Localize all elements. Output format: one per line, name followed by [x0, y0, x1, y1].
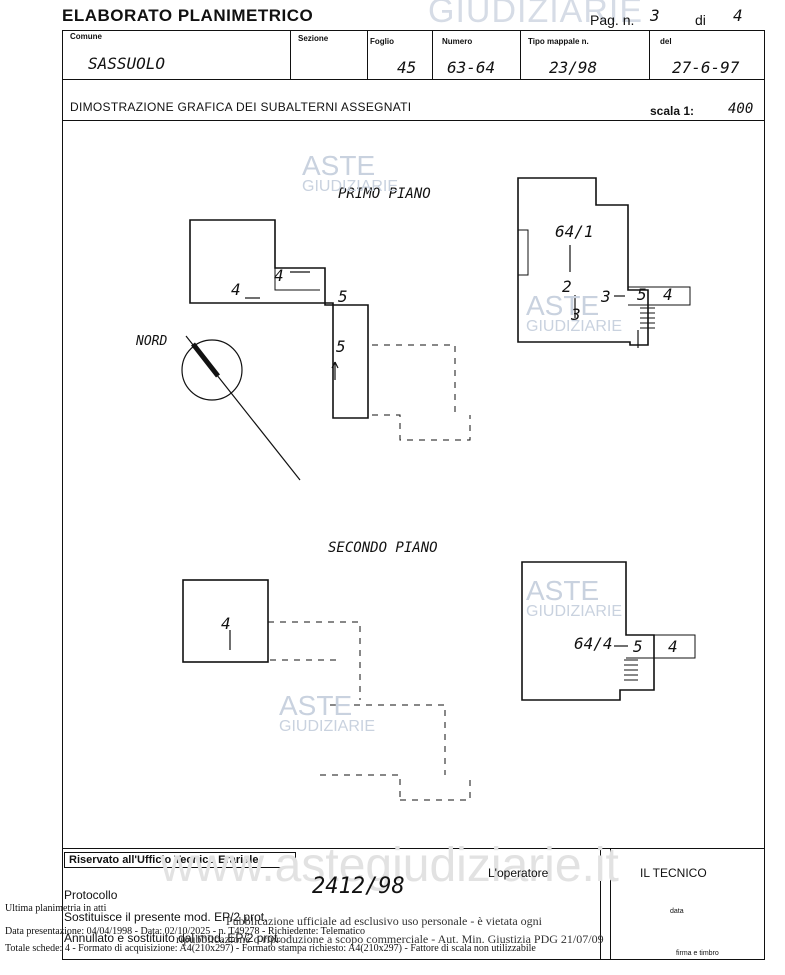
giudiziarie-watermark: GIUDIZIARIE [428, 0, 644, 30]
numero-value: 63-64 [447, 58, 496, 77]
header-fields-row [62, 30, 765, 80]
pag-number: 3 [650, 6, 660, 25]
p2-sub-4: 4 [221, 614, 231, 633]
numero-label: Numero [442, 37, 473, 46]
foglio-value: 45 [397, 58, 417, 77]
comune-label: Comune [70, 32, 102, 41]
p1-unit-64-1: 64/1 [555, 222, 594, 241]
p2-unit-64-4: 64/4 [574, 634, 613, 653]
aste-stamp-4-bottom: GIUDIZIARIE [279, 718, 376, 735]
p2-sub-5: 5 [633, 637, 643, 656]
aste-stamp-3-bottom: GIUDIZIARIE [526, 603, 623, 620]
annullato-line: Annullato e sostituito dal mod. EP/2 pro… [64, 931, 281, 945]
comune-value: SASSUOLO [88, 54, 166, 73]
note-totale: Totale schede: 4 - Formato di acquisizio… [5, 943, 536, 954]
pag-label: Pag. n. [590, 12, 635, 28]
protocollo-value: 2412/98 [312, 874, 405, 899]
scala-label: scala 1: [650, 104, 695, 118]
aste-stamp-3-top: ASTE [526, 575, 600, 606]
sostituisce-line: Sostituisce il presente mod. EP/2 prot. [64, 910, 268, 924]
p1-sub-5a: 5 [338, 287, 348, 306]
protocollo-label: Protocollo [64, 888, 118, 902]
operatore-label: L'operatore [488, 866, 549, 880]
aste-stamp-4-top: ASTE [279, 690, 353, 721]
p1-sub-4a: 4 [231, 280, 241, 299]
p1-sub-4b: 4 [274, 266, 284, 285]
footer-separator [62, 848, 765, 849]
del-label: del [660, 37, 672, 46]
p1-sub-2: 2 [562, 277, 572, 296]
firma-label: firma e timbro [676, 950, 719, 957]
scala-value: 400 [728, 101, 754, 117]
p1-sub-3b: 3 [601, 287, 611, 306]
tipo-mappale-value: 23/98 [549, 58, 598, 77]
tipo-mappale-label: Tipo mappale n. [528, 37, 589, 46]
secondo-piano-label: SECONDO PIANO [328, 540, 438, 556]
note-ultima: Ultima planimetria in atti [5, 903, 107, 914]
site-watermark: www.astegiudiziarie.it [160, 839, 619, 892]
p1-sub-5: 5 [637, 285, 647, 304]
sezione-label: Sezione [298, 34, 329, 43]
aste-stamp-1-bottom: GIUDIZIARIE [302, 178, 399, 195]
primo-piano-label: PRIMO PIANO [338, 186, 431, 202]
footer-divider [600, 848, 601, 960]
p1-sub-3a: 3 [571, 305, 581, 324]
p1-sub-4: 4 [663, 285, 673, 304]
foglio-label: Foglio [370, 37, 394, 46]
nord-label: NORD [136, 334, 168, 349]
document-frame [62, 30, 765, 960]
pub-line-1: Pubblicazione ufficiale ad esclusivo uso… [226, 914, 543, 928]
p1-sub-5b: 5 [336, 337, 346, 356]
page-title: ELABORATO PLANIMETRICO [62, 6, 314, 25]
p2-sub-4b: 4 [668, 637, 678, 656]
tecnico-label: IL TECNICO [640, 866, 707, 880]
riservato-box: Riservato all'Ufficio Tecnico Erariale [64, 852, 296, 868]
section-title: DIMOSTRAZIONE GRAFICA DEI SUBALTERNI ASS… [70, 100, 412, 114]
data-label: data [670, 908, 684, 915]
section-separator [62, 120, 765, 121]
note-data: Data presentazione: 04/04/1998 - Data: 0… [5, 926, 365, 937]
pub-line-2: ripubblicazione o riproduzione a scopo c… [176, 932, 604, 946]
di-label: di [695, 12, 706, 28]
footer-divider-2 [610, 848, 611, 960]
aste-stamp-2-top: ASTE [526, 290, 600, 321]
del-value: 27-6-97 [672, 58, 740, 77]
pag-total: 4 [733, 6, 743, 25]
aste-stamp-2-bottom: GIUDIZIARIE [526, 318, 623, 335]
aste-stamp-1-top: ASTE [302, 150, 376, 181]
